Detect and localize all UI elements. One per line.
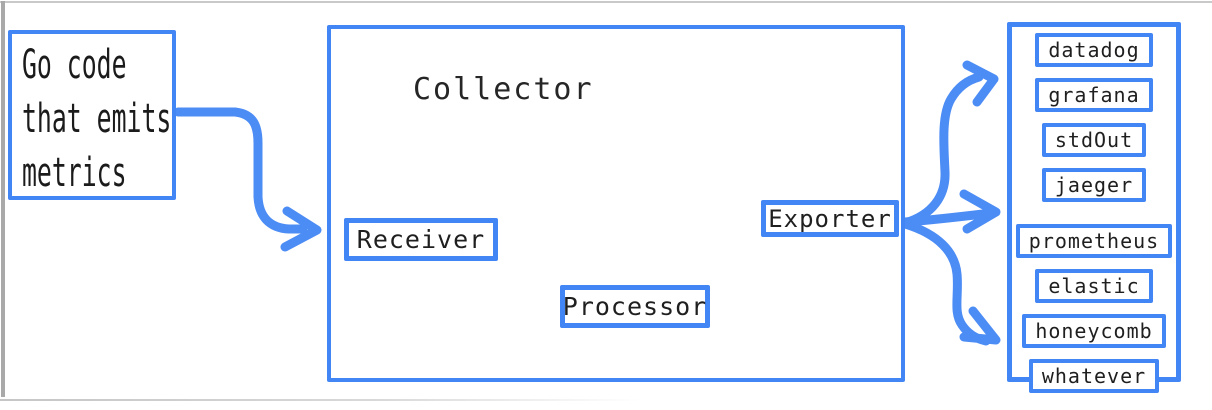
destinations-panel: datadog grafana stdOut jaeger prometheus… bbox=[1007, 22, 1181, 393]
source-code-line-2: that emits bbox=[22, 96, 172, 142]
source-code-text: Go code that emits metrics bbox=[22, 38, 171, 200]
arrow-exporter-to-destinations-top bbox=[900, 60, 999, 228]
source-code-box: Go code that emits metrics bbox=[8, 30, 176, 200]
destination-prometheus: prometheus bbox=[1015, 224, 1173, 258]
window-edge-bottom bbox=[0, 399, 640, 401]
collector-title: Collector bbox=[413, 72, 594, 107]
destination-stdout: stdOut bbox=[1041, 123, 1147, 157]
destination-whatever: whatever bbox=[1028, 359, 1160, 393]
receiver-box: Receiver bbox=[344, 218, 498, 261]
destination-elastic: elastic bbox=[1035, 269, 1153, 303]
destination-jaeger: jaeger bbox=[1041, 168, 1147, 202]
source-code-line-1: Go code bbox=[22, 42, 127, 88]
destination-grafana: grafana bbox=[1035, 78, 1153, 112]
window-edge-top bbox=[0, 1, 1212, 3]
destination-honeycomb: honeycomb bbox=[1022, 314, 1166, 348]
arrow-source-to-receiver bbox=[173, 107, 322, 252]
exporter-box: Exporter bbox=[761, 200, 899, 237]
source-code-line-3: metrics bbox=[22, 150, 127, 196]
arrow-exporter-to-destinations-middle bbox=[900, 189, 1001, 234]
arrow-exporter-to-destinations-bottom bbox=[900, 219, 1001, 346]
destination-datadog: datadog bbox=[1035, 33, 1153, 67]
processor-box: Processor bbox=[560, 285, 710, 328]
window-edge-left bbox=[1, 1, 5, 397]
